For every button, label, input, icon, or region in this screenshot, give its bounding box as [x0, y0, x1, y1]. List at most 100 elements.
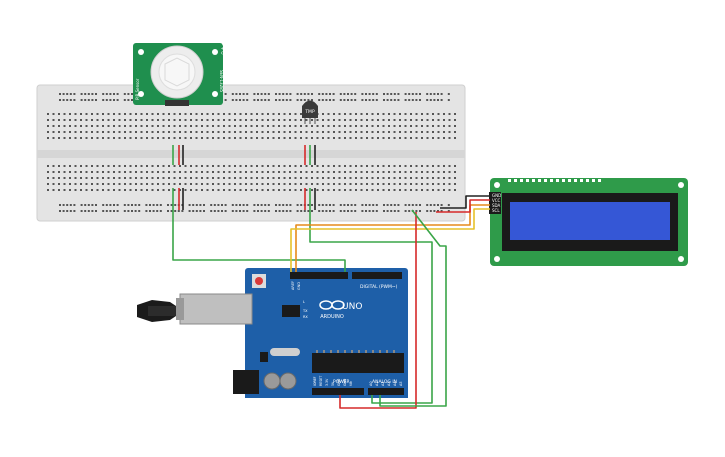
breadboard-hole[interactable]: [195, 177, 198, 179]
breadboard-hole[interactable]: [63, 119, 66, 121]
breadboard-hole[interactable]: [223, 165, 225, 167]
breadboard-hole[interactable]: [85, 177, 88, 179]
breadboard-hole[interactable]: [338, 113, 341, 115]
breadboard-hole[interactable]: [63, 183, 66, 185]
breadboard-hole[interactable]: [127, 204, 130, 206]
breadboard-hole[interactable]: [388, 137, 390, 139]
breadboard-hole[interactable]: [411, 204, 414, 206]
breadboard-hole[interactable]: [278, 189, 280, 191]
breadboard-hole[interactable]: [228, 189, 231, 191]
breadboard-hole[interactable]: [47, 165, 49, 167]
breadboard-hole[interactable]: [146, 125, 148, 127]
breadboard-hole[interactable]: [360, 183, 363, 185]
breadboard-hole[interactable]: [397, 99, 400, 101]
breadboard-hole[interactable]: [95, 99, 97, 101]
breadboard-hole[interactable]: [289, 131, 291, 133]
breadboard-hole[interactable]: [223, 113, 225, 115]
breadboard-hole[interactable]: [377, 183, 379, 185]
breadboard-hole[interactable]: [118, 189, 121, 191]
breadboard-hole[interactable]: [59, 99, 61, 101]
breadboard-hole[interactable]: [224, 99, 227, 101]
breadboard-hole[interactable]: [124, 137, 126, 139]
breadboard-hole[interactable]: [234, 189, 236, 191]
breadboard-hole[interactable]: [179, 137, 181, 139]
breadboard-hole[interactable]: [87, 93, 90, 95]
breadboard-hole[interactable]: [285, 210, 288, 212]
breadboard-hole[interactable]: [107, 189, 110, 191]
breadboard-hole[interactable]: [350, 99, 353, 101]
breadboard-hole[interactable]: [256, 119, 258, 121]
breadboard-hole[interactable]: [253, 210, 256, 212]
breadboard-hole[interactable]: [426, 171, 429, 173]
breadboard-hole[interactable]: [91, 204, 94, 206]
breadboard-hole[interactable]: [305, 119, 308, 121]
breadboard-hole[interactable]: [415, 93, 418, 95]
breadboard-hole[interactable]: [221, 204, 223, 206]
breadboard-hole[interactable]: [415, 189, 418, 191]
breadboard-hole[interactable]: [131, 99, 133, 101]
breadboard-hole[interactable]: [300, 177, 302, 179]
breadboard-hole[interactable]: [307, 210, 310, 212]
breadboard-hole[interactable]: [332, 93, 335, 95]
breadboard-hole[interactable]: [390, 204, 393, 206]
breadboard-hole[interactable]: [311, 210, 313, 212]
breadboard-hole[interactable]: [311, 165, 313, 167]
breadboard-hole[interactable]: [168, 113, 170, 115]
breadboard-hole[interactable]: [285, 204, 288, 206]
breadboard-hole[interactable]: [322, 171, 324, 173]
breadboard-hole[interactable]: [179, 171, 181, 173]
breadboard-hole[interactable]: [355, 113, 357, 115]
breadboard-hole[interactable]: [190, 183, 192, 185]
breadboard-hole[interactable]: [140, 119, 143, 121]
breadboard-hole[interactable]: [454, 165, 456, 167]
breadboard-hole[interactable]: [140, 171, 143, 173]
breadboard-hole[interactable]: [223, 183, 225, 185]
breadboard-hole[interactable]: [217, 171, 220, 173]
breadboard-hole[interactable]: [327, 177, 330, 179]
breadboard-hole[interactable]: [201, 189, 203, 191]
breadboard-hole[interactable]: [343, 210, 346, 212]
breadboard-hole[interactable]: [339, 210, 342, 212]
breadboard-hole[interactable]: [91, 165, 93, 167]
breadboard-hole[interactable]: [157, 131, 159, 133]
breadboard-hole[interactable]: [343, 204, 346, 206]
breadboard-hole[interactable]: [102, 99, 105, 101]
breadboard-hole[interactable]: [261, 189, 264, 191]
breadboard-hole[interactable]: [316, 119, 319, 121]
breadboard-hole[interactable]: [217, 131, 220, 133]
breadboard-hole[interactable]: [151, 171, 154, 173]
breadboard-hole[interactable]: [212, 125, 214, 127]
breadboard-hole[interactable]: [184, 165, 187, 167]
breadboard-hole[interactable]: [245, 125, 247, 127]
breadboard-hole[interactable]: [69, 93, 72, 95]
breadboard-hole[interactable]: [102, 183, 104, 185]
breadboard-hole[interactable]: [305, 165, 308, 167]
breadboard-hole[interactable]: [69, 131, 71, 133]
breadboard-hole[interactable]: [201, 113, 203, 115]
breadboard-hole[interactable]: [303, 99, 306, 101]
breadboard-hole[interactable]: [267, 210, 270, 212]
breadboard-hole[interactable]: [360, 165, 363, 167]
breadboard-hole[interactable]: [443, 119, 445, 121]
breadboard-hole[interactable]: [167, 204, 169, 206]
breadboard-hole[interactable]: [307, 204, 310, 206]
breadboard-hole[interactable]: [350, 204, 353, 206]
breadboard-hole[interactable]: [131, 93, 133, 95]
breadboard-hole[interactable]: [145, 204, 148, 206]
breadboard-hole[interactable]: [300, 210, 303, 212]
breadboard-hole[interactable]: [404, 204, 407, 206]
breadboard-hole[interactable]: [311, 125, 313, 127]
breadboard-hole[interactable]: [294, 131, 297, 133]
breadboard-hole[interactable]: [131, 204, 133, 206]
breadboard-hole[interactable]: [289, 165, 291, 167]
breadboard-hole[interactable]: [278, 93, 281, 95]
breadboard-hole[interactable]: [151, 131, 154, 133]
breadboard-hole[interactable]: [107, 171, 110, 173]
breadboard-hole[interactable]: [327, 119, 330, 121]
breadboard-hole[interactable]: [47, 119, 49, 121]
breadboard-hole[interactable]: [421, 119, 423, 121]
breadboard-hole[interactable]: [250, 165, 253, 167]
breadboard-hole[interactable]: [184, 113, 187, 115]
breadboard-hole[interactable]: [393, 99, 396, 101]
wire-analog-2[interactable]: [379, 209, 447, 407]
